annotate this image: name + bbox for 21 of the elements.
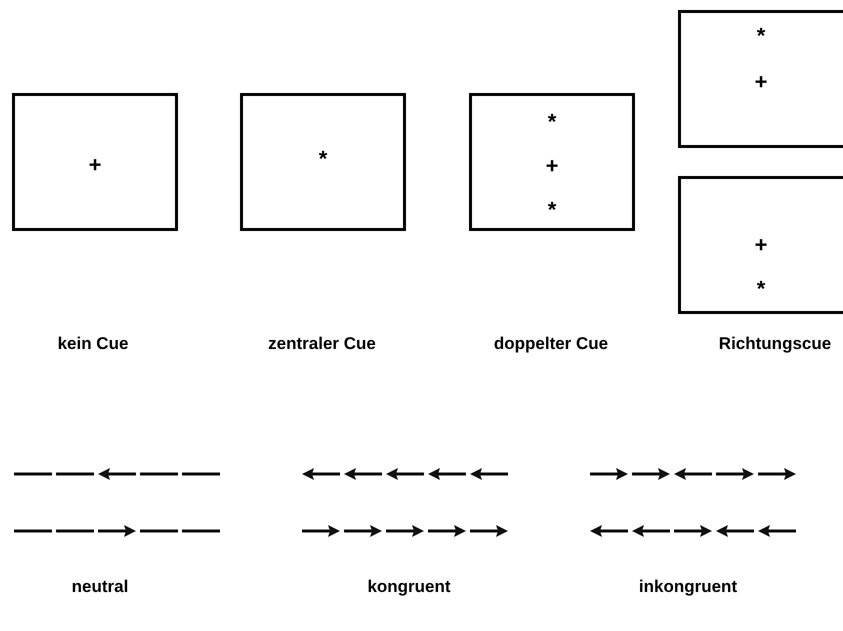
stimulus-symbol: + (754, 71, 768, 93)
stimulus-screen (678, 176, 843, 314)
condition-label: Richtungscue (718, 334, 832, 354)
condition-label: neutral (72, 577, 128, 597)
stimulus-symbol: + (546, 155, 558, 177)
stimulus-screen (12, 93, 178, 231)
stimulus-symbol: + (754, 234, 768, 256)
condition-label: kein Cue (58, 334, 128, 354)
stimulus-screen (240, 93, 406, 231)
stimulus-symbol: * (548, 111, 556, 133)
stimulus-symbol: + (88, 154, 102, 176)
stimulus-symbol: * (548, 199, 556, 221)
stimulus-screen (469, 93, 635, 231)
stimulus-screen (678, 10, 843, 148)
condition-label: inkongruent (638, 577, 738, 597)
stimulus-symbol: * (756, 25, 766, 47)
condition-label: doppelter Cue (494, 334, 608, 354)
stimulus-symbol: * (318, 148, 328, 170)
condition-label: kongruent (367, 577, 451, 597)
stimulus-symbol: * (756, 278, 766, 300)
condition-label: zentraler Cue (268, 334, 376, 354)
